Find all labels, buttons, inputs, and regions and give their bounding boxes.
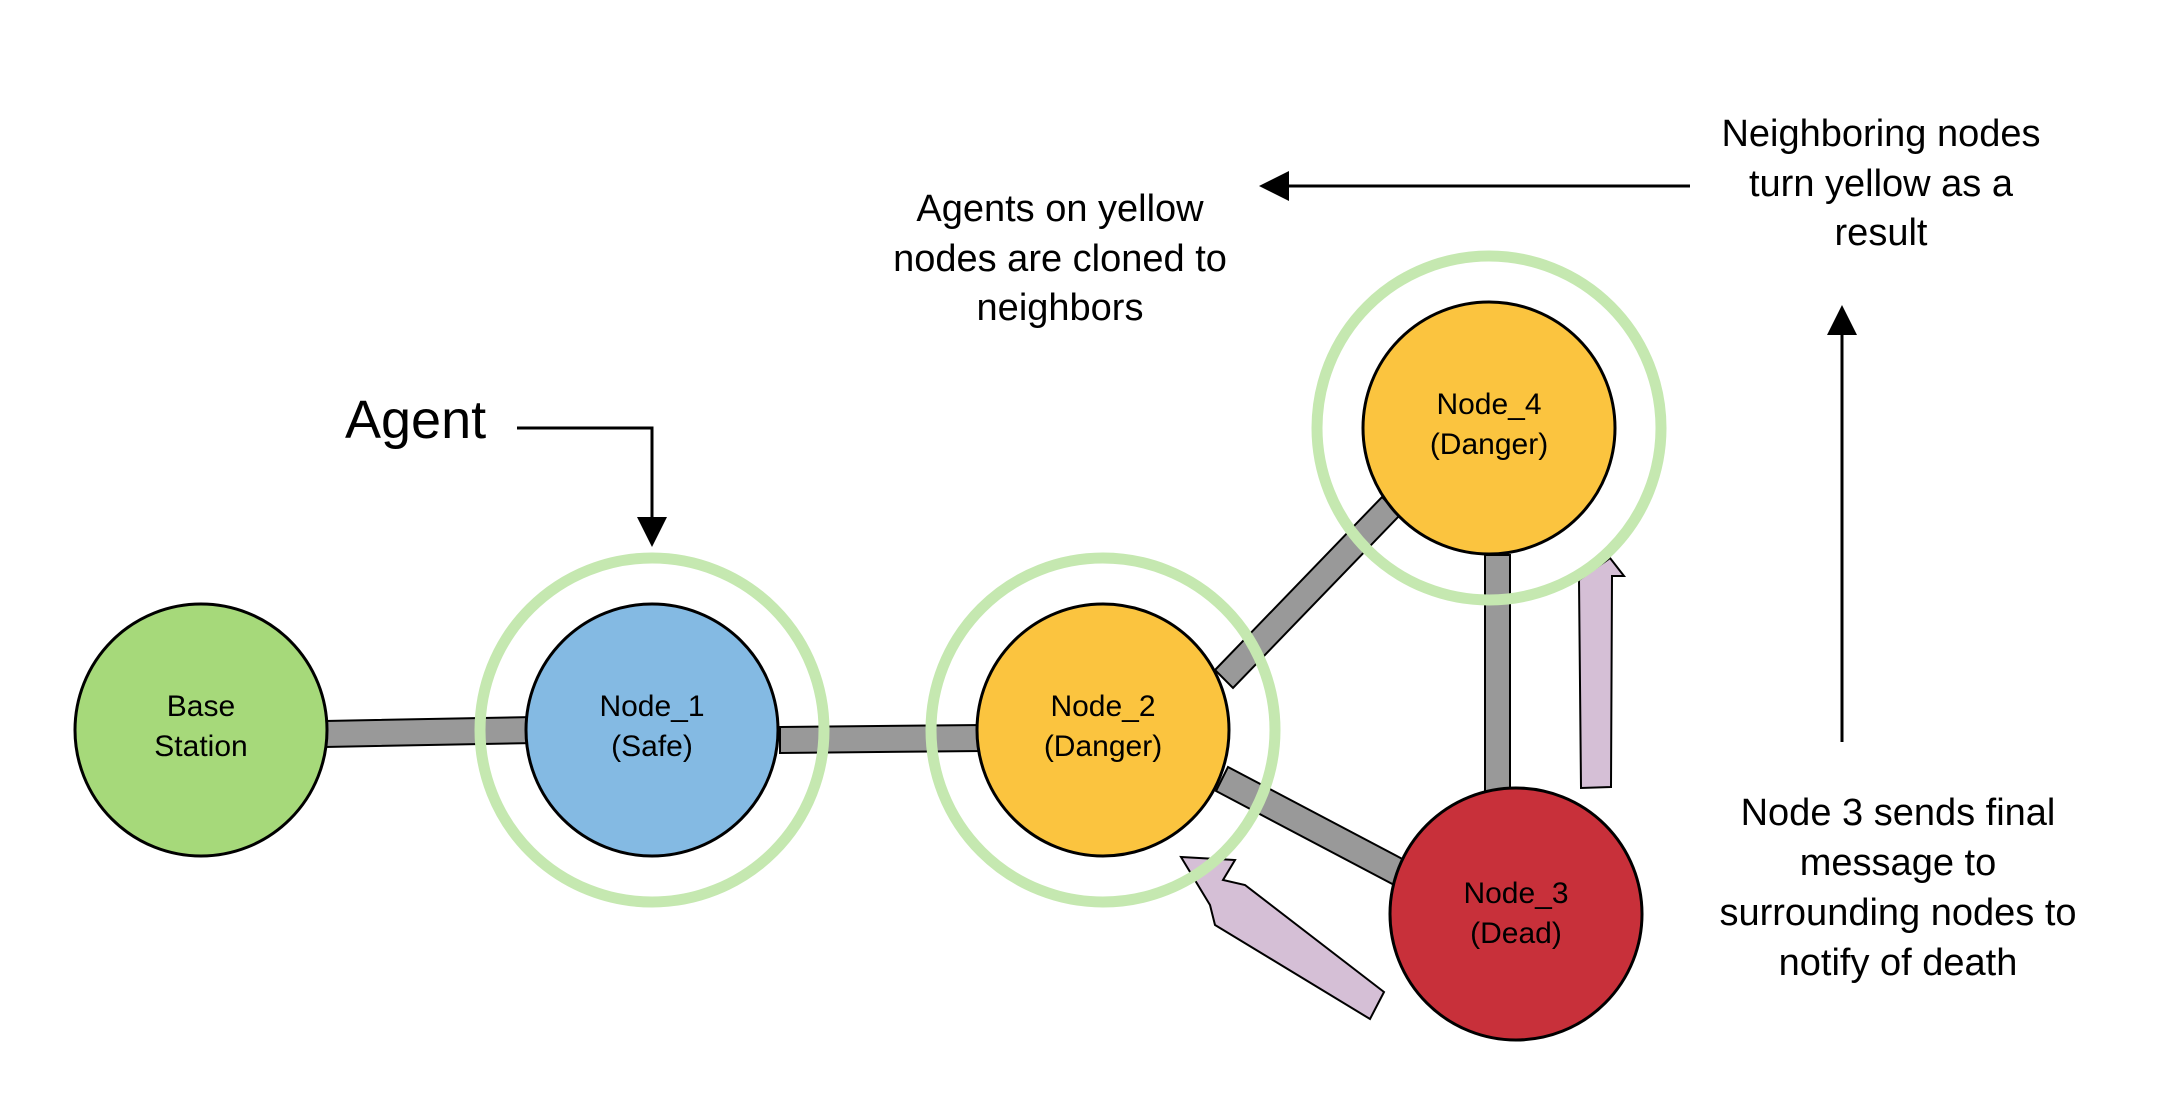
node-1-label-2: (Safe) — [611, 730, 693, 763]
cloned-text-line-3: neighbors — [977, 287, 1144, 329]
node-1-circle — [524, 602, 780, 858]
node-base-station[interactable]: Base Station — [73, 602, 329, 858]
node-1-label-1: Node_1 — [599, 690, 704, 723]
agent-ring-node1 — [474, 552, 830, 908]
final-message-text-line-2: message to — [1800, 842, 1996, 884]
node-3[interactable]: Node_3 (Dead) — [1388, 786, 1644, 1042]
agent-pointer-arrow — [517, 426, 667, 547]
final-message-text-line-4: notify of death — [1779, 942, 2018, 984]
edges — [324, 495, 1511, 889]
edge-base-node1 — [324, 715, 536, 749]
cloned-text-line-1: Agents on yellow — [916, 188, 1204, 230]
node-2-label-2: (Danger) — [1044, 730, 1162, 763]
node-4[interactable]: Node_4 (Danger) — [1361, 300, 1617, 556]
edge-node2-node4 — [1213, 495, 1402, 690]
node-2-circle — [975, 602, 1231, 858]
edge-node4-node3 — [1484, 554, 1511, 801]
cloned-text-line-2: nodes are cloned to — [893, 238, 1227, 280]
final-message-text-line-1: Node 3 sends final — [1741, 792, 2056, 834]
agent-label: Agent — [345, 390, 486, 450]
neighboring-text-line-3: result — [1835, 212, 1928, 254]
neighboring-text-line-1: Neighboring nodes — [1721, 113, 2040, 155]
node-base-station-circle — [73, 602, 329, 858]
notify-arrow-to-node2 — [1179, 855, 1386, 1021]
node-3-label-2: (Dead) — [1470, 917, 1562, 950]
edge-node1-node2 — [779, 723, 984, 755]
node-base-station-label-2: Station — [154, 730, 247, 763]
node-2-label-1: Node_2 — [1050, 690, 1155, 723]
agent-ring-node2 — [925, 552, 1281, 908]
final-message-text-line-3: surrounding nodes to — [1719, 892, 2076, 934]
node-3-label-1: Node_3 — [1463, 877, 1568, 910]
node-4-label-1: Node_4 — [1436, 388, 1541, 421]
agent-ring-node4 — [1311, 250, 1667, 606]
neighboring-text-line-2: turn yellow as a — [1749, 163, 2014, 205]
node-4-circle — [1361, 300, 1617, 556]
node-4-label-2: (Danger) — [1430, 428, 1548, 461]
node-1[interactable]: Node_1 (Safe) — [524, 602, 780, 858]
purple-arrow-to-node4 — [1577, 556, 1627, 790]
node-3-circle — [1388, 786, 1644, 1042]
node-base-station-label-1: Base — [167, 690, 235, 723]
node-2[interactable]: Node_2 (Danger) — [975, 602, 1231, 858]
